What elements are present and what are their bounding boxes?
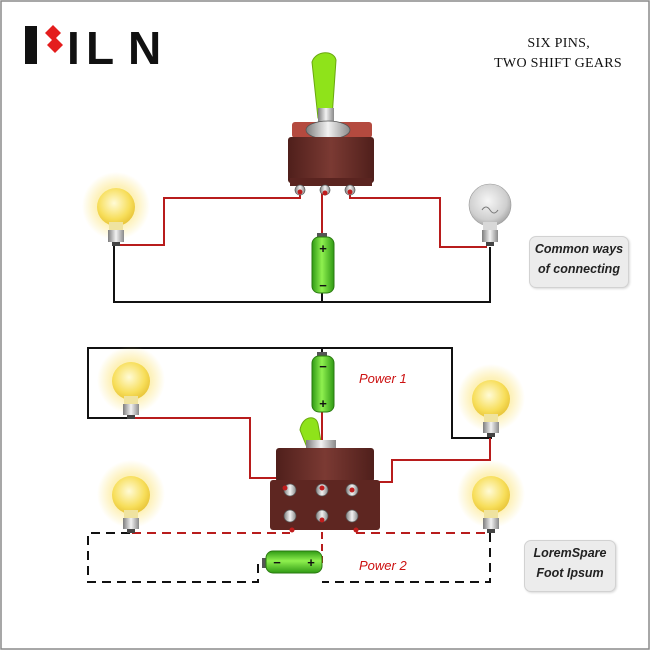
power-1-label: Power 1 [359, 371, 407, 386]
wire-black-dashed [87, 532, 268, 583]
wire-red [349, 192, 487, 248]
bottom-circuit: − + − + [87, 346, 525, 583]
battery-plus-sign: + [319, 396, 327, 411]
logo-letter-i: I [67, 22, 80, 74]
logo-diamond-icon [45, 25, 61, 41]
filn-logo: I L N [25, 22, 161, 74]
battery-plus-sign: + [307, 555, 315, 570]
light-bulb-icon [97, 460, 165, 533]
title-line-1: SIX PINS, [527, 36, 590, 51]
toggle-switch-icon [288, 52, 374, 196]
battery-minus-sign: − [319, 359, 327, 374]
battery-plus-sign: + [319, 241, 327, 256]
top-circuit: + − [82, 52, 512, 303]
battery-icon: − + [311, 352, 335, 413]
logo-f-stem [25, 26, 37, 64]
wire-black [322, 347, 492, 439]
wire-red [120, 192, 301, 246]
wire-black [113, 245, 491, 303]
battery-icon: + − [311, 233, 335, 294]
light-bulb-icon [457, 364, 525, 437]
toggle-switch-icon [270, 417, 380, 533]
battery-minus-sign: − [319, 278, 327, 293]
wire-black [87, 347, 322, 419]
note-lorem: LoremSpare Foot Ipsum [524, 540, 616, 592]
wire-black-dashed [322, 533, 491, 583]
light-bulb-icon [82, 172, 150, 246]
battery-minus-sign: − [273, 555, 281, 570]
note-common-ways: Common ways of connecting [529, 236, 629, 288]
title-line-2: TWO SHIFT GEARS [494, 56, 622, 71]
logo-letter-n: N [128, 22, 161, 74]
power-2-label: Power 2 [359, 558, 407, 573]
light-bulb-icon [468, 183, 512, 246]
note-line: Foot Ipsum [536, 566, 604, 580]
note-line: Common ways [534, 242, 624, 256]
light-bulb-icon [457, 460, 525, 533]
logo-diamond-icon-2 [47, 37, 63, 53]
note-line: LoremSpare [533, 546, 607, 560]
light-bulb-icon [97, 346, 165, 419]
battery-icon: − + [262, 550, 323, 574]
logo-letter-l: L [86, 22, 114, 74]
note-line: of connecting [538, 262, 620, 276]
